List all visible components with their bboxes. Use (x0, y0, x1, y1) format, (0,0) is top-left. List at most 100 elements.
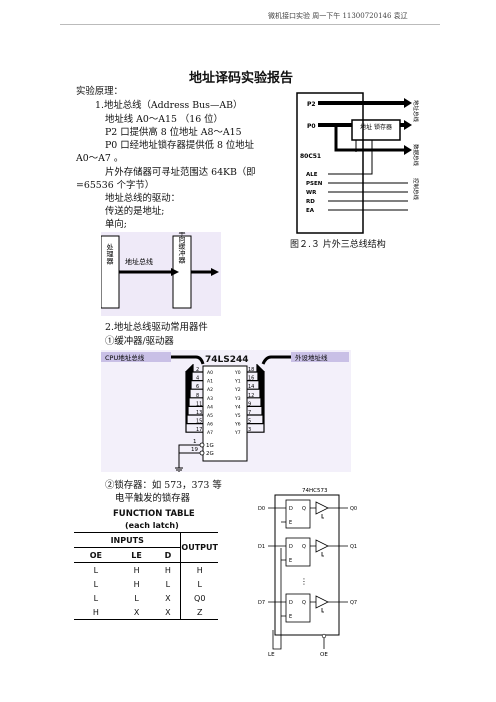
chip-label: 74HC573 (302, 488, 328, 494)
cell: L (165, 579, 171, 589)
cell: X (165, 607, 171, 617)
output-pin-number: 12 (248, 393, 254, 399)
ff-q-label: Q (302, 506, 306, 512)
output-name: Y4 (234, 404, 241, 410)
ff-d-label: D (289, 600, 293, 606)
col-header: D (164, 550, 172, 560)
input-name: A3 (207, 396, 213, 402)
enable-pin: 19 (191, 447, 198, 453)
text-line: ①缓冲器/驱动器 (105, 336, 174, 347)
table-row: L L X Q0 (74, 591, 218, 605)
d-label: D0 (258, 506, 265, 512)
data-bus-label: 数据总线 (412, 144, 420, 167)
ff-e-label: E (289, 558, 292, 564)
input-pin-number: 6 (196, 384, 199, 390)
ff-e-label: E (289, 614, 292, 620)
text-line: 片外存储器可寻址范围达 64KB（即 (105, 167, 256, 178)
output-wire (247, 366, 260, 390)
latch-cell (285, 499, 311, 529)
latch-cell (285, 593, 311, 623)
latch-wire (268, 601, 348, 617)
latch-wire (268, 545, 348, 561)
q-label: Q1 (350, 544, 357, 550)
output-wire (247, 365, 259, 382)
text-line: P0 口经地址锁存器提供低 8 位地址 (105, 140, 255, 151)
input-name: A4 (207, 404, 213, 410)
d-label: D7 (258, 600, 265, 606)
input-name: A1 (207, 379, 213, 385)
figure-caption: 图２.３ 片外三总线结构 (290, 240, 386, 250)
output-pin-number: 18 (248, 367, 254, 373)
le-label: LE (268, 652, 275, 658)
input-wire (189, 367, 203, 399)
input-pin-number: 8 (196, 393, 199, 399)
output-wire (247, 367, 261, 399)
cell: H (133, 565, 140, 575)
ff-d-label: D (289, 506, 293, 512)
output-wire (247, 370, 264, 425)
input-wire (185, 371, 203, 433)
text-line: 1.地址总线（Address Bus—AB） (95, 100, 243, 111)
input-wire (190, 366, 203, 390)
buffer-diagram: 处理器 地址总线 单向缓冲器 (101, 232, 221, 316)
output-pin-number: 16 (248, 376, 254, 382)
tristate-buffer (315, 539, 329, 557)
port-label: WR (306, 190, 317, 196)
input-name: A7 (207, 430, 213, 436)
cell: H (180, 562, 218, 577)
output-name: Y2 (234, 387, 241, 393)
cell: L (134, 593, 139, 603)
output-name: Y5 (234, 413, 241, 419)
output-name: Y7 (234, 430, 241, 436)
cell: L (93, 593, 99, 603)
cell: Q0 (180, 591, 218, 605)
col-header: LE (131, 550, 142, 560)
header-rule (60, 24, 440, 25)
tristate-buffer (315, 501, 329, 519)
text-line: 单向; (105, 219, 127, 230)
input-wire (187, 369, 203, 416)
output-name: Y1 (234, 379, 241, 385)
cell: Z (180, 605, 218, 620)
input-pin-number: 4 (196, 376, 199, 382)
page-header: 微机接口实验 周一下午 11300720146 袁辽 (268, 12, 408, 20)
input-pin-number: 11 (196, 401, 202, 407)
chip-label: 80C51 (300, 153, 321, 160)
latch-label: 地址 锁存器 (360, 123, 392, 131)
cell: X (165, 593, 171, 603)
cell: L (93, 579, 99, 589)
ctrl-bus-label: 控制总线 (412, 178, 420, 201)
text-line: 地址总线的驱动： (105, 193, 181, 204)
port-label: P2 (307, 101, 316, 108)
output-wire (247, 368, 262, 407)
input-wire (192, 364, 203, 373)
ff-q-label: Q (302, 544, 306, 550)
q-label: Q0 (350, 506, 357, 512)
input-pin-number: 15 (196, 419, 202, 425)
cell: H (92, 607, 99, 617)
peripheral-bus-label: 外设地址线 (295, 353, 328, 362)
inputs-header: INPUTS (74, 532, 181, 548)
cell: H (164, 565, 171, 575)
cell: X (133, 607, 140, 617)
text-line: P2 口提供高 8 位地址 A8～A15 (105, 127, 242, 138)
addr-bus-label: 地址总线 (412, 100, 420, 123)
input-pin-number: 2 (196, 367, 199, 373)
ff-d-label: D (289, 544, 293, 550)
input-wire (186, 370, 203, 425)
text-line: 实验原理： (76, 86, 123, 97)
output-pin-number: 7 (248, 410, 251, 416)
text-line: ②锁存器：如 573，373 等 (105, 480, 222, 491)
d-label: D1 (258, 544, 265, 550)
latch-cell (285, 537, 311, 567)
table-subtitle: (each latch) (125, 521, 179, 530)
input-pin-number: 17 (196, 427, 202, 433)
q-label: Q7 (350, 600, 357, 606)
cell: L (180, 577, 218, 591)
latch-wire (268, 507, 348, 523)
